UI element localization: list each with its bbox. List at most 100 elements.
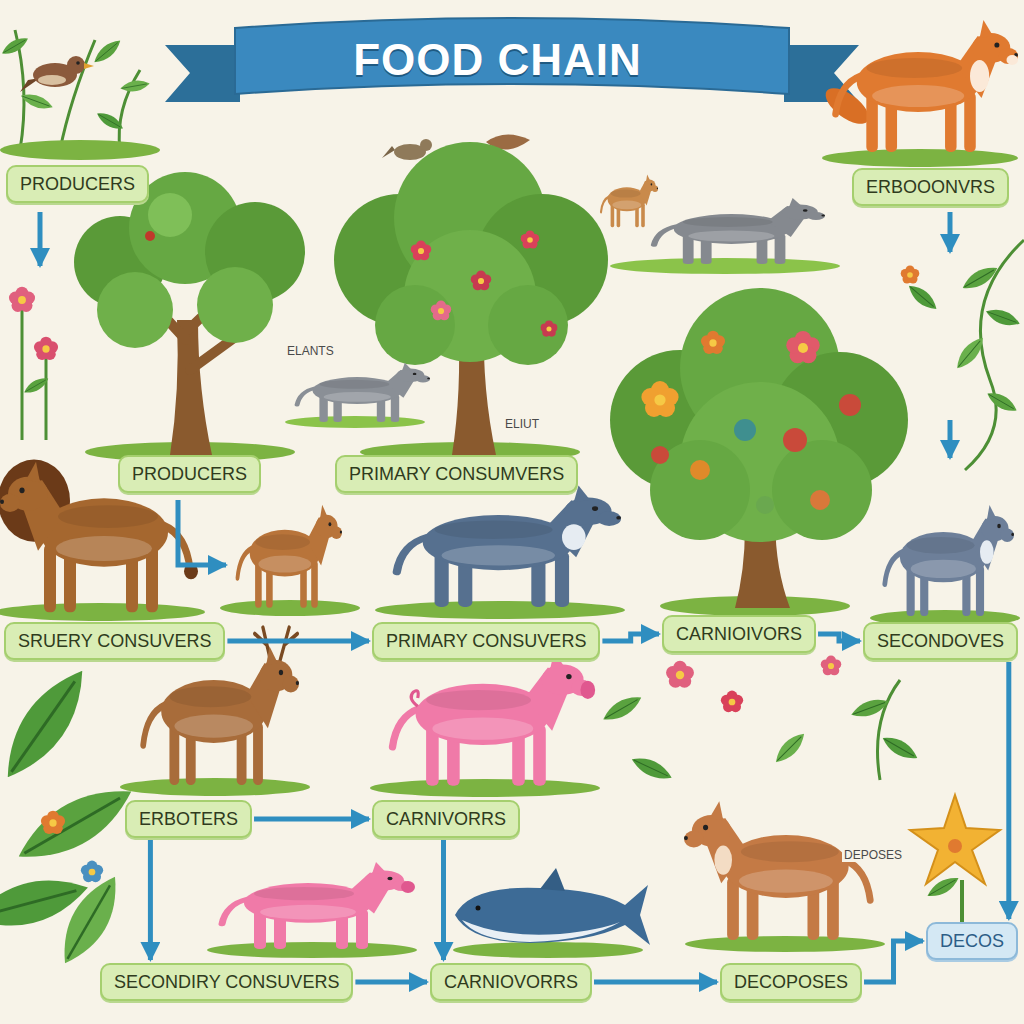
plant-cluster: [0, 34, 31, 58]
chart-title: FOOD CHAIN: [235, 30, 760, 90]
fox: [970, 60, 989, 92]
wolf: [980, 540, 994, 564]
stage-label: PRIMARY CONSUMVERS: [335, 455, 578, 493]
flow-connector: [254, 817, 369, 822]
tree: [488, 285, 568, 365]
vine: [901, 266, 920, 284]
tree: [148, 193, 192, 237]
star-flower: [910, 795, 1000, 925]
fox: [684, 801, 885, 952]
deer: [255, 627, 298, 663]
small-label: ELIUT: [503, 417, 541, 431]
title-ribbon: [235, 18, 789, 94]
pig: [222, 862, 412, 949]
deer: [238, 505, 343, 608]
wolf: [870, 505, 1020, 626]
wolf: [285, 363, 430, 428]
wolf: [397, 486, 621, 607]
fox: [820, 20, 1018, 152]
fruit-tree: [701, 331, 725, 354]
fruit-tree: [772, 440, 872, 540]
pig: [207, 862, 417, 958]
tree: [541, 320, 558, 336]
flow-arrow: [948, 212, 953, 252]
deer: [238, 505, 343, 608]
stage-label: PRIMARY CONSUVERS: [372, 622, 600, 660]
label-text: PRIMARY CONSUVERS: [386, 630, 586, 652]
deer: [143, 646, 299, 785]
tree: [145, 231, 155, 241]
stage-label: DECOPOSES: [720, 963, 862, 1001]
large-leaves: [41, 811, 65, 834]
plant-cluster: [91, 36, 124, 67]
plant-cluster: [771, 729, 809, 767]
deer: [220, 505, 360, 616]
vine: [959, 262, 1001, 294]
plant-cluster: [821, 656, 841, 676]
label-text: PRIMARY CONSUMVERS: [349, 463, 564, 485]
plant-cluster: [666, 661, 694, 688]
deer: [220, 600, 360, 616]
vine: [984, 388, 1020, 416]
plant-cluster: [94, 109, 125, 133]
grazing-animal: [601, 174, 658, 227]
tree: [97, 272, 173, 348]
star-flower: [910, 795, 1000, 884]
title-ribbon: [165, 18, 859, 102]
flow-arrow: [178, 500, 226, 565]
grazing-animal: [654, 198, 825, 264]
pig: [411, 691, 418, 706]
flowers: [34, 337, 58, 360]
grazing-animal: [601, 174, 658, 227]
whale: [540, 868, 565, 891]
wolf: [375, 486, 625, 619]
tree: [521, 231, 540, 249]
deer: [120, 778, 310, 796]
grazing-animal: [654, 198, 825, 264]
plant-cluster: [599, 656, 920, 785]
wolf: [562, 524, 586, 550]
tree: [334, 142, 608, 462]
fox: [822, 149, 1018, 167]
vine: [901, 240, 1024, 470]
plant-cluster: [19, 90, 55, 112]
plant-cluster: [0, 140, 160, 160]
label-text: CARNIOIVORS: [676, 623, 802, 645]
fruit-tree: [756, 496, 774, 514]
label-text: SRUERY CONSUVERS: [18, 630, 211, 652]
stage-label: SECONDOVES: [863, 622, 1018, 660]
fox: [684, 801, 870, 940]
fruit-tree: [690, 460, 710, 480]
wolf: [397, 486, 621, 607]
fruit-tree: [610, 288, 908, 616]
pig: [401, 881, 415, 893]
flow-connector: [818, 634, 860, 641]
bird: [38, 75, 66, 85]
flow-connector: [1006, 662, 1011, 919]
fruit-tree: [783, 428, 807, 452]
label-text: SECONDOVES: [877, 630, 1004, 652]
whale: [455, 885, 650, 945]
pig: [222, 862, 415, 949]
lion: [0, 603, 205, 621]
stage-label: SRUERY CONSUVERS: [4, 622, 225, 660]
stage-label: CARNIOVORRS: [430, 963, 592, 1001]
fruit-tree: [650, 440, 750, 540]
tree: [411, 241, 431, 261]
title-ribbon: [165, 45, 240, 102]
tree: [471, 271, 491, 291]
tree: [197, 267, 273, 343]
bird: [84, 63, 94, 69]
flowers: [9, 287, 58, 440]
plant-cluster: [878, 680, 901, 780]
whale: [462, 920, 620, 942]
tree: [170, 320, 212, 455]
label-text: SECONDIRY CONSUVERS: [114, 971, 339, 993]
large-leaves: [8, 773, 142, 874]
flowers: [9, 287, 35, 312]
label-text: DECOS: [940, 930, 1004, 952]
pig: [580, 681, 595, 699]
flowers: [22, 374, 51, 396]
